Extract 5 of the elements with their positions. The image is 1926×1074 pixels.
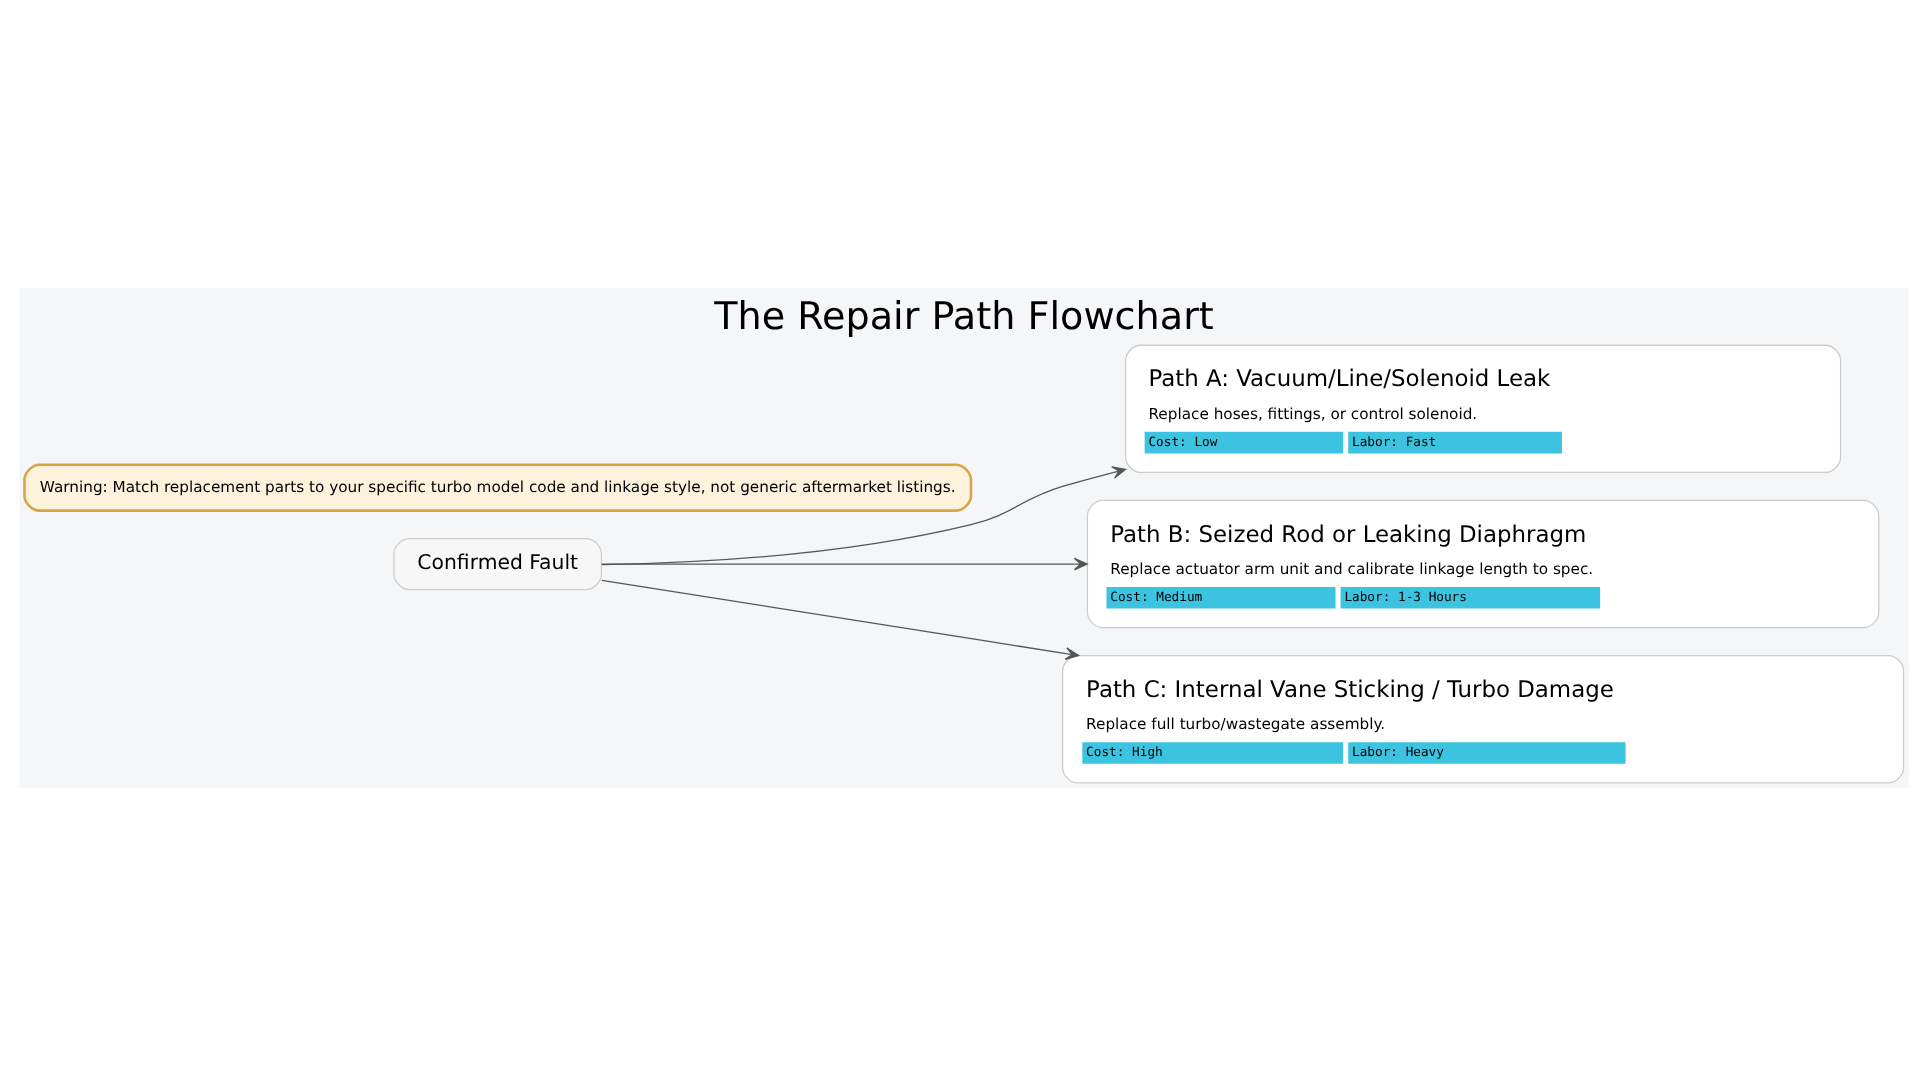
arrow [600,556,1087,570]
diagram-title: The Repair Path Flowchart [713,293,1213,338]
arrow [600,578,1079,659]
node-box: Confirmed Fault [392,537,602,590]
arrow [600,465,1126,565]
